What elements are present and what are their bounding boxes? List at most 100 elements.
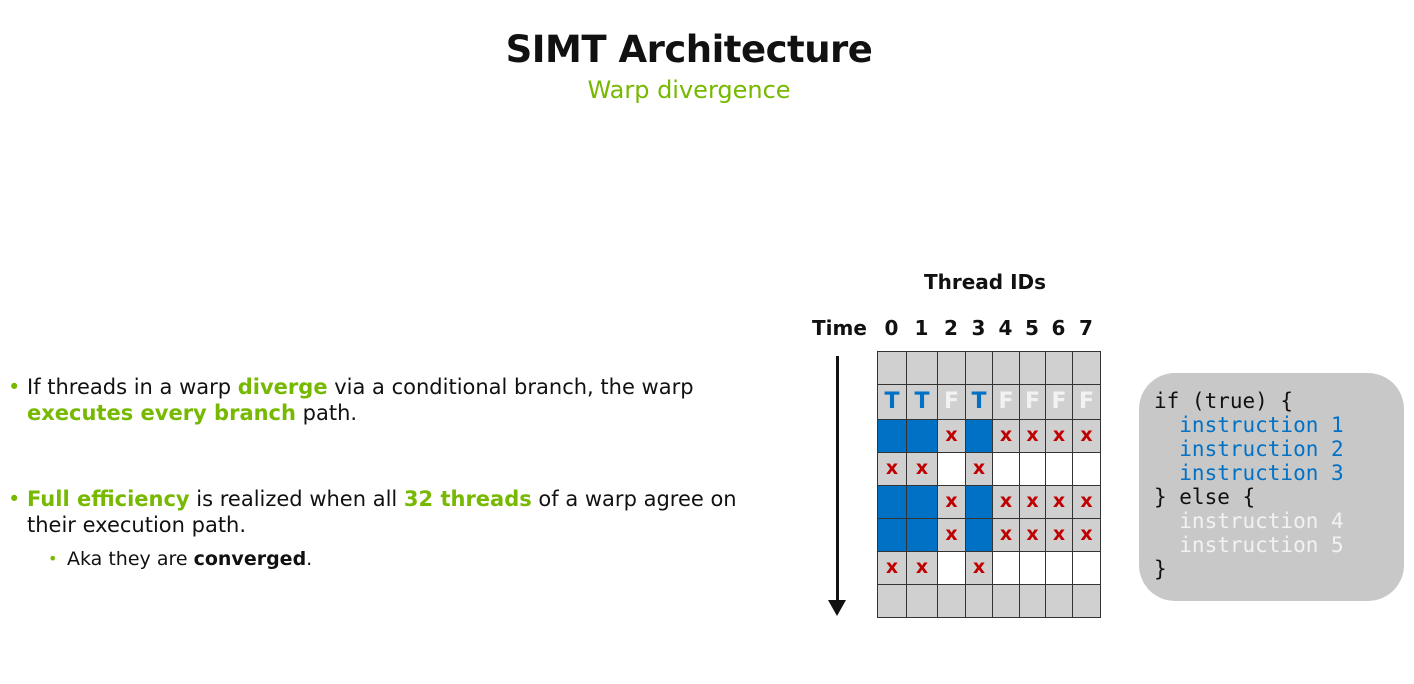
- masked-x-mark: x: [1080, 523, 1093, 545]
- grid-cell-r7-c5: [1019, 584, 1046, 618]
- false-mark: F: [1051, 389, 1067, 414]
- masked-x-mark: x: [885, 457, 899, 479]
- grid-cell-r3-c2: [937, 452, 966, 486]
- false-mark: F: [943, 389, 960, 414]
- thread-id-1: 1: [914, 316, 929, 340]
- thread-id-7: 7: [1079, 316, 1093, 340]
- grid-cell-r2-c5: x: [1019, 419, 1046, 453]
- grid-cell-r7-c1: [906, 584, 938, 618]
- grid-cell-r5-c6: x: [1045, 518, 1073, 552]
- grid-cell-r7-c0: [877, 584, 907, 618]
- grid-cell-r0-c5: [1019, 351, 1046, 385]
- thread-id-3: 3: [971, 316, 986, 340]
- bullet-text: Full efficiency is realized when all 32 …: [27, 487, 737, 537]
- grid-cell-r1-c7: F: [1072, 384, 1101, 420]
- slide-title: SIMT Architecture: [505, 28, 873, 71]
- grid-cell-r7-c2: [937, 584, 966, 618]
- grid-cell-r0-c2: [937, 351, 966, 385]
- grid-cell-r5-c0: [877, 518, 907, 552]
- sub-bullet-converged: • Aka they are converged.: [8, 546, 748, 572]
- grid-cell-r7-c7: [1072, 584, 1101, 618]
- highlight-32-threads: 32 threads: [403, 487, 532, 511]
- arrow-down-icon: [828, 600, 846, 616]
- grid-cell-r6-c1: x: [906, 551, 938, 585]
- grid-cell-r7-c6: [1045, 584, 1073, 618]
- masked-x-mark: x: [915, 556, 929, 578]
- grid-cell-r6-c2: [937, 551, 966, 585]
- bullet-efficiency: • Full efficiency is realized when all 3…: [8, 486, 748, 538]
- masked-x-mark: x: [1080, 424, 1093, 446]
- thread-ids-label: Thread IDs: [923, 270, 1047, 294]
- text-run: via a conditional branch, the warp: [327, 375, 694, 399]
- masked-x-mark: x: [1026, 490, 1039, 512]
- grid-cell-r4-c3: [965, 485, 993, 519]
- true-mark: T: [971, 389, 987, 414]
- masked-x-mark: x: [1026, 424, 1039, 446]
- thread-id-0: 0: [884, 316, 899, 340]
- grid-cell-r2-c2: x: [937, 419, 966, 453]
- masked-x-mark: x: [1080, 490, 1093, 512]
- grid-cell-r4-c0: [877, 485, 907, 519]
- false-mark: F: [998, 389, 1014, 414]
- thread-id-5: 5: [1025, 316, 1039, 340]
- highlight-diverge: diverge: [237, 375, 328, 399]
- slide-subtitle: Warp divergence: [587, 76, 791, 104]
- grid-cell-r0-c0: [877, 351, 907, 385]
- grid-cell-r0-c1: [906, 351, 938, 385]
- grid-cell-r6-c0: x: [877, 551, 907, 585]
- grid-cell-r2-c1: [906, 419, 938, 453]
- masked-x-mark: x: [999, 424, 1013, 446]
- masked-x-mark: x: [1052, 490, 1066, 512]
- grid-cell-r4-c2: x: [937, 485, 966, 519]
- masked-x-mark: x: [999, 490, 1013, 512]
- grid-cell-r0-c3: [965, 351, 993, 385]
- code-line: } else {: [1154, 485, 1256, 509]
- true-mark: T: [914, 389, 930, 414]
- time-axis-line: [836, 356, 839, 604]
- masked-x-mark: x: [945, 490, 958, 512]
- grid-cell-r3-c4: [992, 452, 1020, 486]
- code-line: if (true) {: [1154, 389, 1294, 413]
- grid-cell-r3-c0: x: [877, 452, 907, 486]
- time-label: Time: [812, 316, 867, 340]
- code-line: instruction 2: [1154, 437, 1344, 461]
- text-run: of a warp agree on their execution path.: [27, 487, 737, 537]
- grid-cell-r1-c0: T: [877, 384, 907, 420]
- grid-cell-r0-c7: [1072, 351, 1101, 385]
- code-line: instruction 4: [1154, 509, 1344, 533]
- bullet-dot: •: [48, 549, 58, 568]
- grid-cell-r2-c6: x: [1045, 419, 1073, 453]
- text-run: is realized when all: [189, 487, 404, 511]
- grid-cell-r5-c4: x: [992, 518, 1020, 552]
- grid-cell-r4-c6: x: [1045, 485, 1073, 519]
- masked-x-mark: x: [972, 556, 986, 578]
- grid-cell-r3-c1: x: [906, 452, 938, 486]
- masked-x-mark: x: [1026, 523, 1039, 545]
- thread-id-4: 4: [998, 316, 1013, 340]
- grid-cell-r4-c5: x: [1019, 485, 1046, 519]
- text-run: path.: [295, 401, 358, 425]
- masked-x-mark: x: [945, 523, 958, 545]
- grid-cell-r6-c4: [992, 551, 1020, 585]
- grid-cell-r1-c5: F: [1019, 384, 1046, 420]
- grid-cell-r3-c7: [1072, 452, 1101, 486]
- highlight-full-efficiency: Full efficiency: [27, 487, 190, 511]
- thread-id-2: 2: [944, 316, 958, 340]
- code-line: instruction 5: [1154, 533, 1344, 557]
- code-snippet: if (true) { instruction 1 instruction 2 …: [1139, 373, 1404, 601]
- grid-cell-r6-c3: x: [965, 551, 993, 585]
- bullet-dot: •: [8, 375, 21, 399]
- grid-cell-r5-c5: x: [1019, 518, 1046, 552]
- grid-cell-r2-c0: [877, 419, 907, 453]
- grid-cell-r4-c7: x: [1072, 485, 1101, 519]
- masked-x-mark: x: [1052, 523, 1066, 545]
- text-run: If threads in a warp: [27, 375, 238, 399]
- grid-cell-r3-c5: [1019, 452, 1046, 486]
- grid-cell-r5-c7: x: [1072, 518, 1101, 552]
- grid-cell-r0-c4: [992, 351, 1020, 385]
- grid-cell-r6-c6: [1045, 551, 1073, 585]
- grid-cell-r1-c1: T: [906, 384, 938, 420]
- grid-cell-r1-c4: F: [992, 384, 1020, 420]
- grid-cell-r3-c6: [1045, 452, 1073, 486]
- grid-cell-r4-c1: [906, 485, 938, 519]
